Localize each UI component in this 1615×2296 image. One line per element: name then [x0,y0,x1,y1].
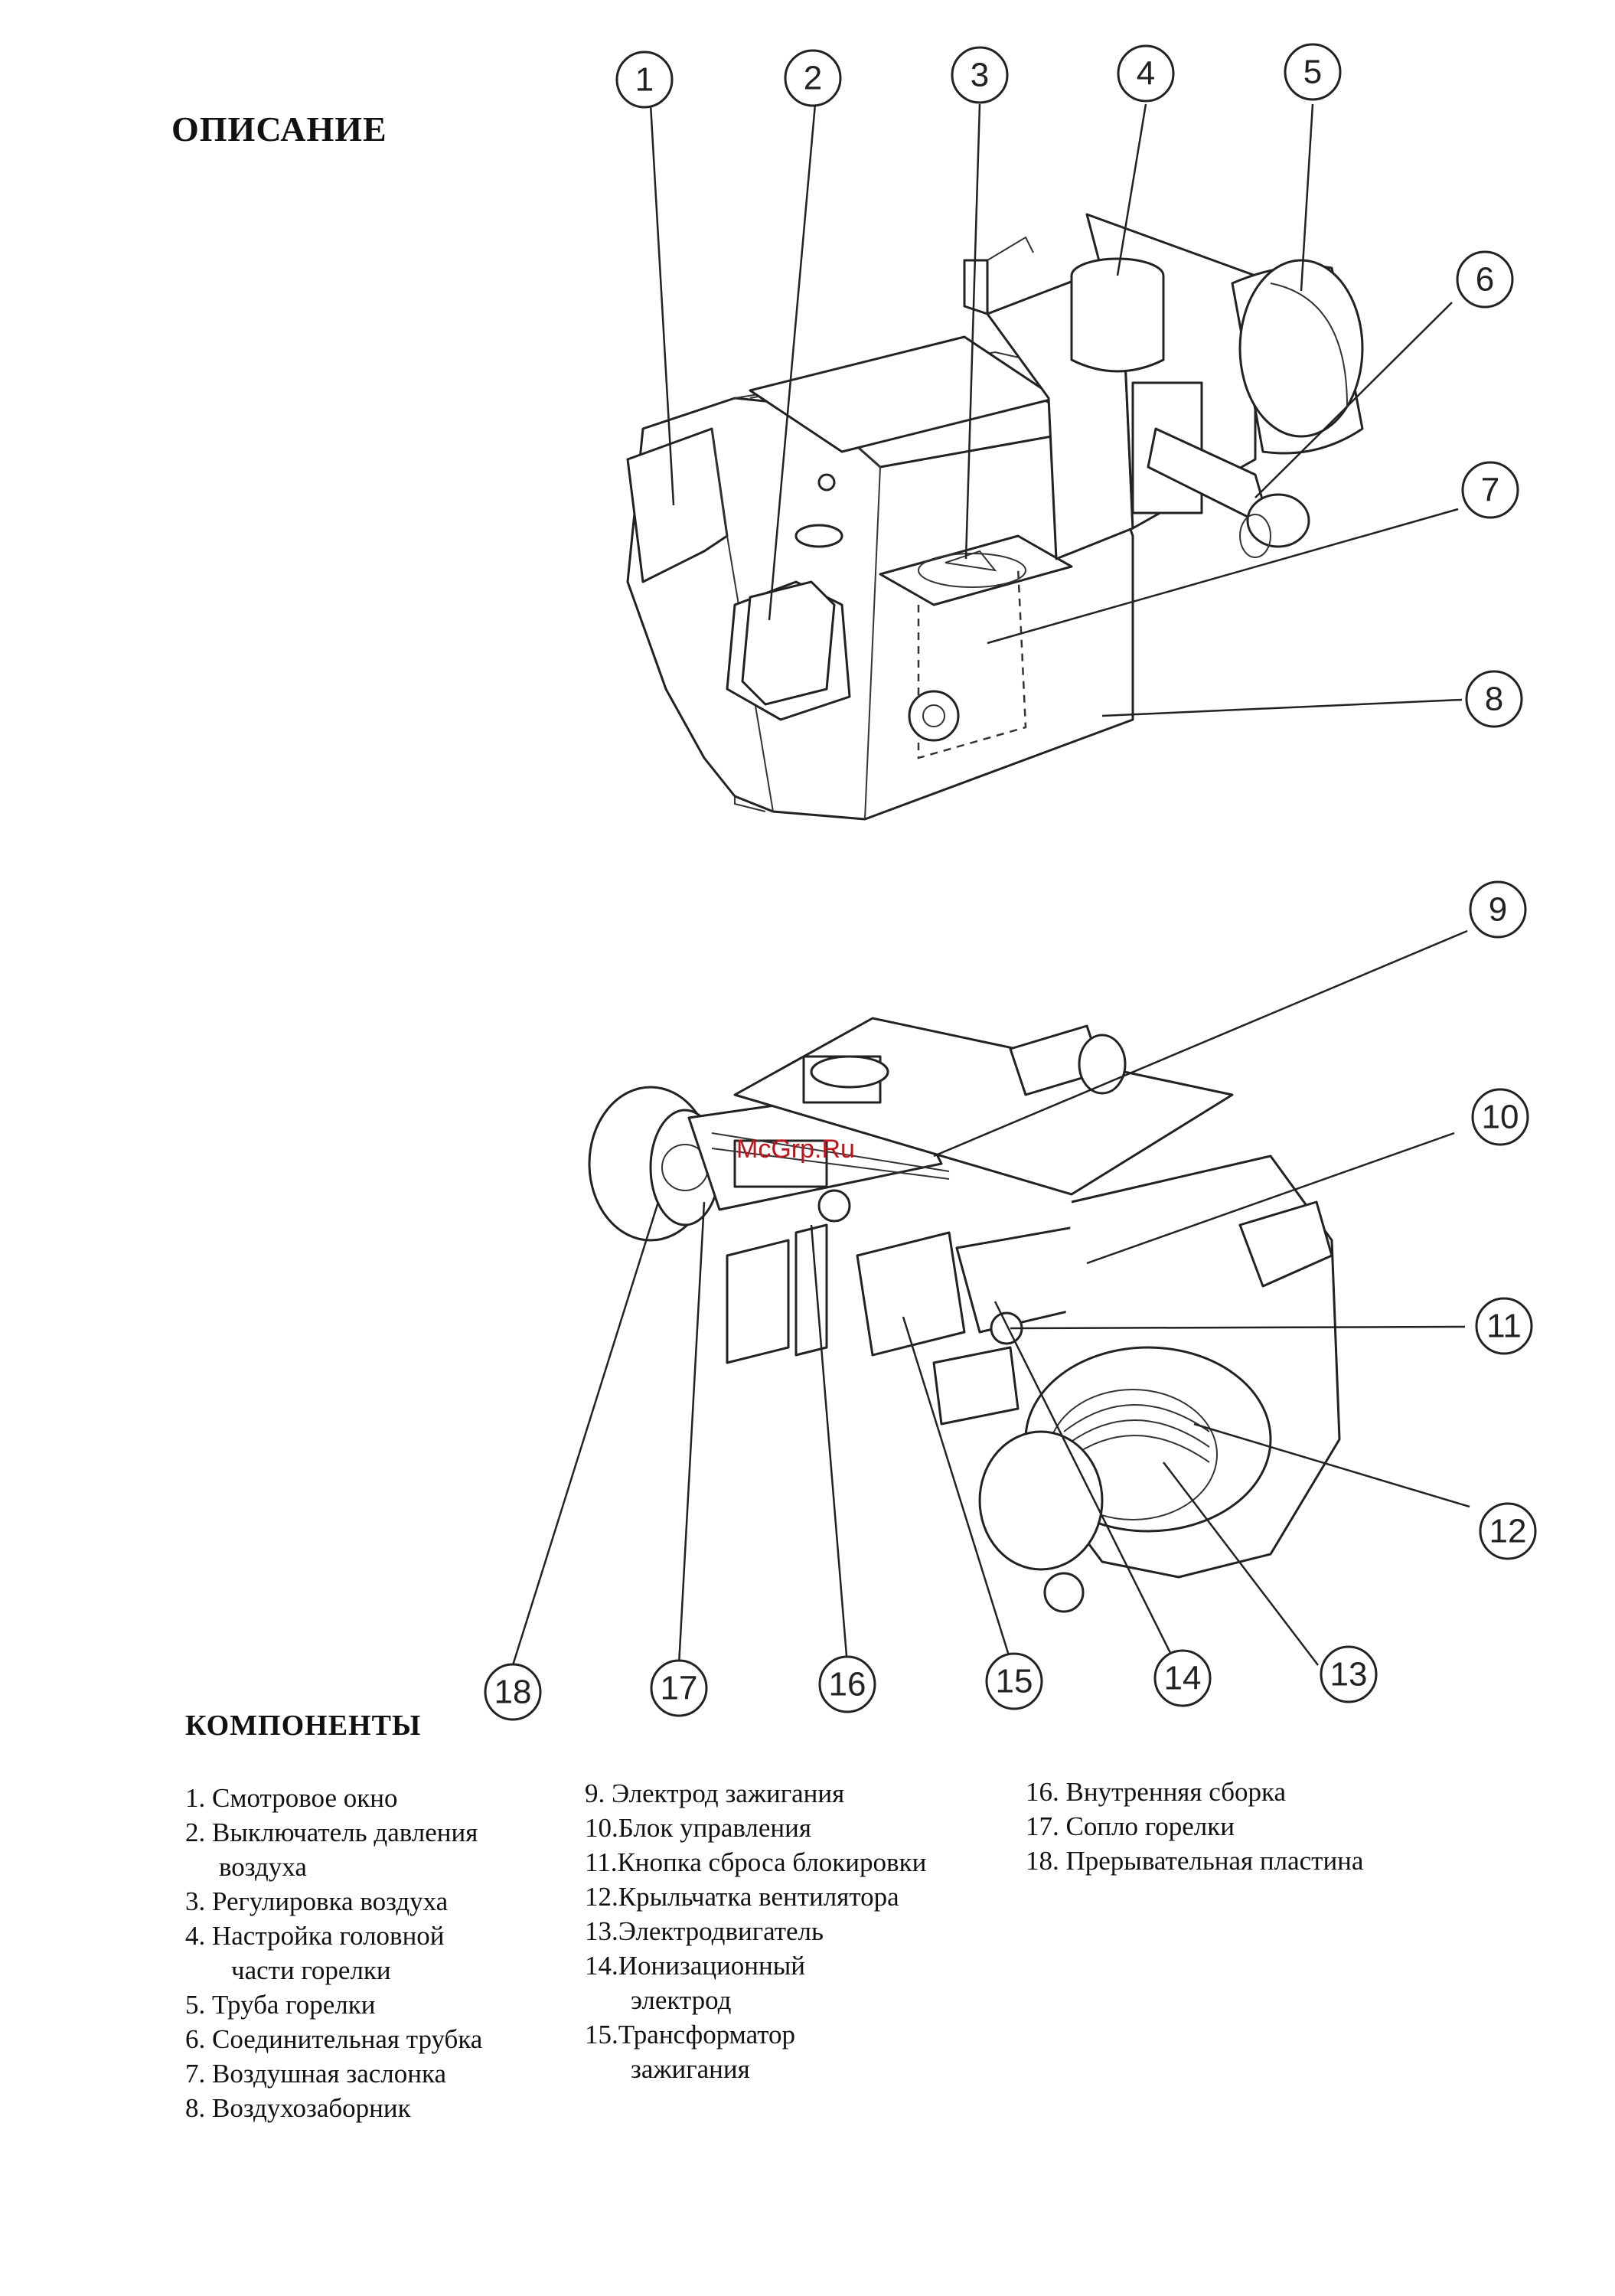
svg-text:5: 5 [1303,54,1322,91]
callout-15: 15 [985,1652,1043,1710]
components-list-col2: 9. Электрод зажигания 10.Блок управления… [585,1776,926,2086]
callout-5: 5 [1284,43,1342,101]
callout-9: 9 [1469,880,1527,939]
svg-text:6: 6 [1476,261,1494,299]
callout-3: 3 [951,46,1009,104]
component-item: 16. Внутренняя сборка [1026,1777,1287,1807]
component-item: 15.Трансформатор [585,2020,796,2049]
component-item-cont: воздуха [219,1852,307,1882]
component-item: 6. Соединительная трубка [185,2024,483,2054]
callout-1: 1 [615,51,674,109]
components-list-col3: 16. Внутренняя сборка 17. Сопло горелки … [1026,1775,1363,1878]
callout-2: 2 [784,49,842,107]
svg-text:17: 17 [661,1670,698,1707]
callout-16: 16 [818,1655,876,1713]
svg-text:2: 2 [804,60,822,97]
callout-11: 11 [1475,1297,1533,1355]
component-item: 7. Воздушная заслонка [185,2059,447,2089]
component-item: 14.Ионизационный [585,1951,806,1981]
svg-text:3: 3 [971,57,989,94]
component-item: 13.Электродвигатель [585,1916,824,1946]
callout-4: 4 [1117,44,1175,103]
component-item: 12.Крыльчатка вентилятора [585,1882,899,1912]
svg-text:10: 10 [1482,1099,1519,1136]
component-item: 5. Труба горелки [185,1990,376,2020]
component-item: 2. Выключатель давления [185,1818,478,1847]
svg-text:11: 11 [1486,1308,1522,1345]
svg-text:18: 18 [494,1674,532,1711]
callout-14: 14 [1153,1649,1212,1707]
page-title: ОПИСАНИЕ [171,109,387,149]
component-item: 8. Воздухозаборник [185,2093,411,2123]
callout-18: 18 [484,1663,542,1721]
svg-text:13: 13 [1330,1656,1368,1693]
svg-text:4: 4 [1137,55,1155,93]
leader-lines [511,103,1470,1666]
components-list-col1: 1. Смотровое окно 2. Выключатель давлени… [185,1781,482,2125]
callout-13: 13 [1320,1645,1378,1703]
svg-text:9: 9 [1489,891,1507,929]
callout-7: 7 [1461,461,1519,519]
burner-bottom-view [588,1017,1341,1613]
callout-6: 6 [1456,250,1514,309]
svg-text:16: 16 [829,1666,866,1703]
svg-text:15: 15 [996,1663,1033,1700]
component-item-cont: электрод [631,1985,732,2015]
callout-17: 17 [650,1659,708,1717]
component-item: 1. Смотровое окно [185,1783,398,1813]
components-title: КОМПОНЕНТЫ [185,1710,422,1742]
component-item-cont: зажигания [631,2054,750,2084]
svg-text:8: 8 [1485,681,1503,718]
component-item: 3. Регулировка воздуха [185,1886,449,1916]
svg-text:12: 12 [1489,1513,1527,1550]
callout-12: 12 [1479,1502,1537,1560]
callout-10: 10 [1471,1088,1529,1146]
svg-text:7: 7 [1481,472,1499,509]
component-item: 10.Блок управления [585,1813,811,1843]
svg-text:14: 14 [1164,1660,1202,1697]
component-item: 9. Электрод зажигания [585,1778,845,1808]
burner-top-view [626,213,1364,821]
component-item: 17. Сопло горелки [1026,1811,1235,1841]
callout-8: 8 [1465,670,1523,728]
watermark: McGrp.Ru [736,1135,855,1164]
component-item: 11.Кнопка сброса блокировки [585,1847,927,1877]
component-item: 4. Настройка головной [185,1921,445,1951]
component-item-cont: части горелки [231,1955,391,1985]
svg-text:1: 1 [635,61,654,99]
component-item: 18. Прерывательная пластина [1026,1846,1364,1876]
